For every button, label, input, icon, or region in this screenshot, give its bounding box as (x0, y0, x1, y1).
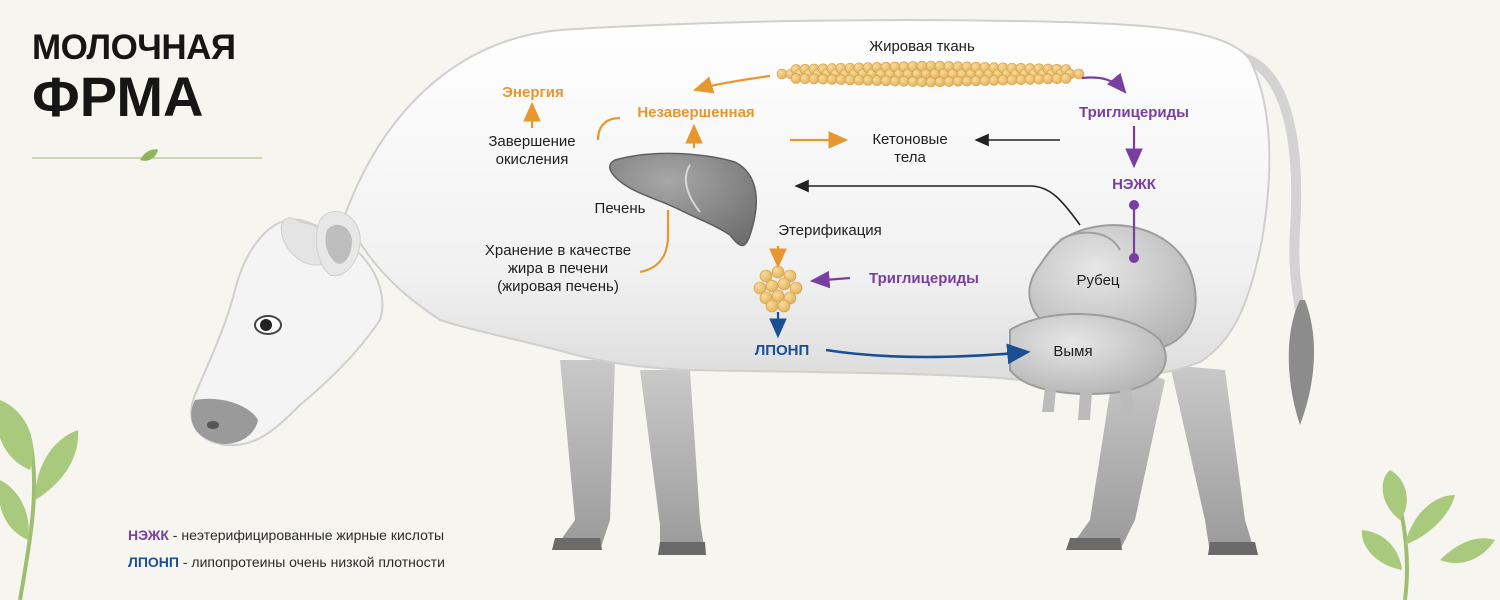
fat-globule (1006, 74, 1018, 86)
fat-globule (1060, 73, 1072, 84)
logo-divider (32, 149, 262, 161)
fat-globule (1033, 73, 1045, 85)
legend-item-vldl: ЛПОНП - липопротеины очень низкой плотно… (128, 549, 445, 576)
fat-globule (759, 269, 773, 283)
legend-text: - липопротеины очень низкой плотности (178, 554, 445, 570)
fat-globule (952, 75, 964, 87)
leaf-decoration-left (0, 400, 79, 600)
fat-globule (1024, 74, 1036, 85)
adipose-tissue-band (776, 60, 1085, 88)
liver-organ (609, 152, 757, 247)
label-incomplete: Незавершенная (637, 104, 755, 121)
fat-globule (765, 299, 779, 313)
fat-globule (789, 281, 803, 295)
fat-globule (925, 76, 937, 88)
fat-globule (817, 73, 829, 85)
fat-globule (880, 75, 892, 87)
flow-arrows (523, 72, 1143, 365)
fat-globule (753, 281, 767, 295)
arrow-fat-to-triglycerides (1081, 72, 1127, 94)
logo-letter: Ф (32, 65, 80, 128)
label-esterification: Этерификация (778, 222, 882, 239)
fat-globule (853, 74, 865, 86)
label-liver: Печень (594, 200, 646, 217)
label-nefa: НЭЖК (1112, 176, 1156, 193)
fat-globule (988, 75, 1000, 86)
fat-globule (907, 76, 919, 87)
label-udder: Вымя (1053, 343, 1093, 360)
fat-globule (808, 73, 820, 85)
fat-globule (835, 74, 847, 85)
fat-globule (970, 75, 982, 87)
fat-globule (777, 299, 791, 313)
nefa-dot-bottom (1129, 253, 1139, 263)
arrow-fat-to-incomplete (692, 74, 771, 94)
label-storage: Хранение в качестве жира в печени (жиров… (484, 242, 632, 295)
label-ketone-bodies: Кетоновые тела (872, 131, 948, 166)
fat-globule (862, 75, 874, 86)
arrow-oxidation-bracket (596, 116, 621, 141)
label-vldl: ЛПОНП (754, 342, 810, 359)
fat-globule (1042, 73, 1054, 85)
label-energy: Энергия (502, 84, 564, 101)
arrow-storage-bracket (639, 210, 670, 274)
cow-legs (552, 360, 1258, 555)
liver-fat-cluster (753, 265, 803, 313)
fat-globule (898, 75, 910, 87)
fat-globule (777, 277, 791, 291)
udder-organ (1009, 312, 1167, 420)
fat-globule (1015, 74, 1027, 85)
label-triglycerides-mid: Триглицериды (869, 270, 979, 287)
cow-tail (1240, 53, 1315, 425)
arrow-vldl-to-udder (825, 343, 1031, 365)
logo-letter-rest: РМА (79, 65, 204, 128)
fat-globule (844, 74, 856, 86)
fat-globule (799, 73, 811, 85)
fat-globule (997, 74, 1009, 86)
legend: НЭЖК - неэтерифицированные жирные кислот… (128, 522, 445, 576)
label-complete-oxidation: Завершение окисления (488, 133, 576, 168)
fat-globule (943, 76, 955, 87)
logo-line-1: МОЛОЧНАЯ (32, 28, 236, 67)
logo-line-2: ФРМА (32, 69, 267, 125)
fat-globule (826, 74, 838, 85)
fat-globule (771, 265, 785, 279)
brand-logo: МОЛОЧНАЯ ФРМА (32, 30, 267, 125)
fat-globule (776, 68, 788, 80)
fat-globule (979, 75, 991, 86)
arrow-triglycerides-in (809, 270, 851, 289)
legend-abbr: НЭЖК (128, 527, 169, 543)
fat-globule (916, 76, 928, 88)
label-triglycerides-top: Триглицериды (1079, 104, 1189, 121)
fat-globule (765, 279, 779, 293)
leaf-decoration-right (1361, 470, 1495, 600)
cow-head (190, 211, 384, 447)
fat-globule (961, 75, 973, 87)
fat-globule (934, 76, 946, 88)
fat-globule (871, 75, 883, 86)
fat-globule (1051, 73, 1063, 85)
legend-abbr: ЛПОНП (128, 554, 179, 570)
legend-item-nefa: НЭЖК - неэтерифицированные жирные кислот… (128, 522, 445, 549)
nefa-dot-top (1129, 200, 1139, 210)
label-rumen: Рубец (1076, 272, 1120, 289)
arrow-rumen-to-liver (794, 179, 1081, 226)
fat-globule (889, 75, 901, 87)
legend-text: - неэтерифицированные жирные кислоты (168, 527, 445, 543)
fat-globule (790, 73, 802, 84)
fat-globule (1073, 68, 1085, 80)
label-adipose-tissue: Жировая ткань (869, 38, 975, 55)
fat-globule (771, 289, 785, 303)
